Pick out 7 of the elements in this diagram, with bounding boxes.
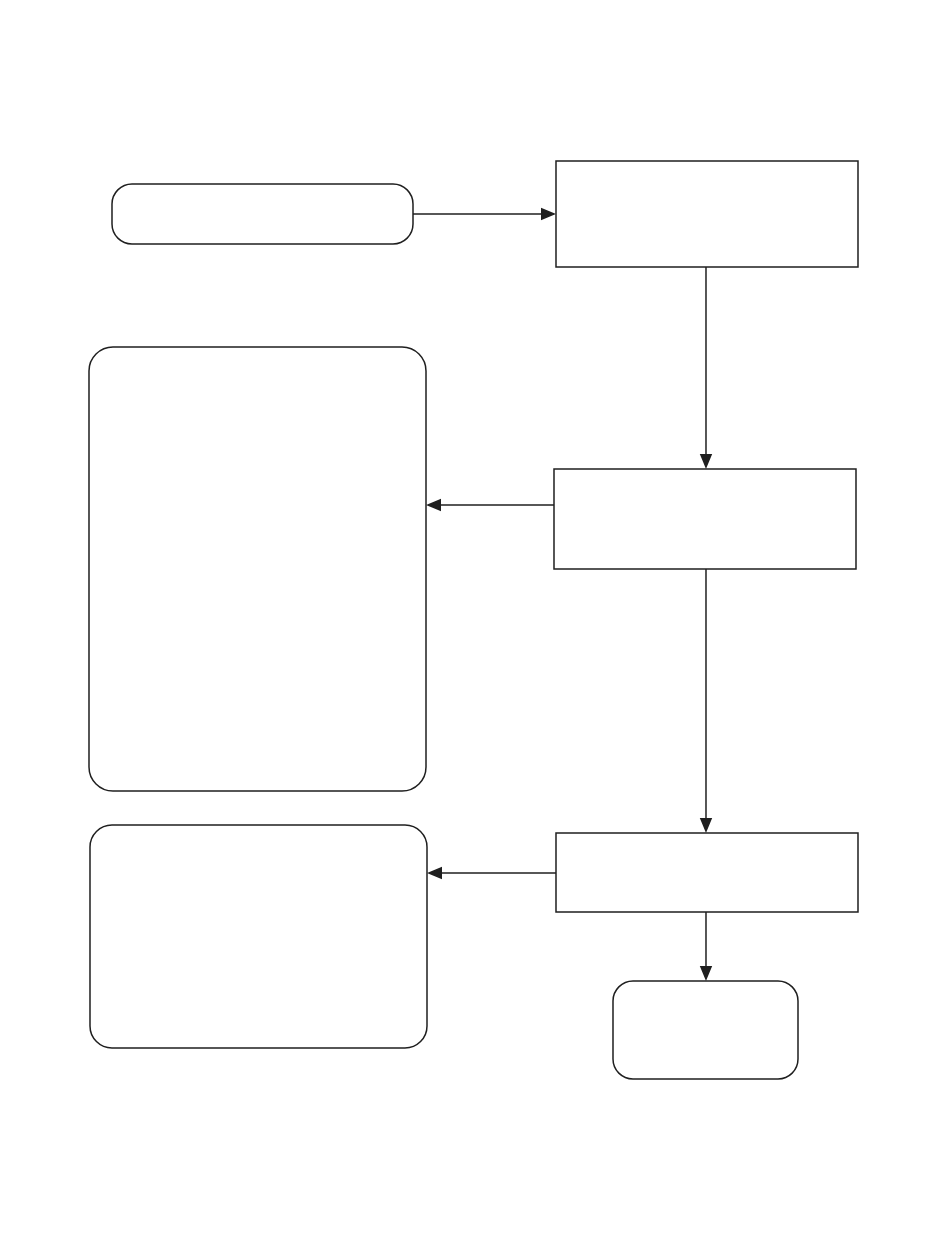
rounded-box [612, 980, 799, 1080]
rounded-box [111, 183, 414, 245]
process-box [555, 160, 859, 268]
process-box [555, 832, 859, 913]
rounded-box [89, 824, 428, 1049]
process-box [553, 468, 857, 570]
rounded-box [88, 346, 427, 792]
